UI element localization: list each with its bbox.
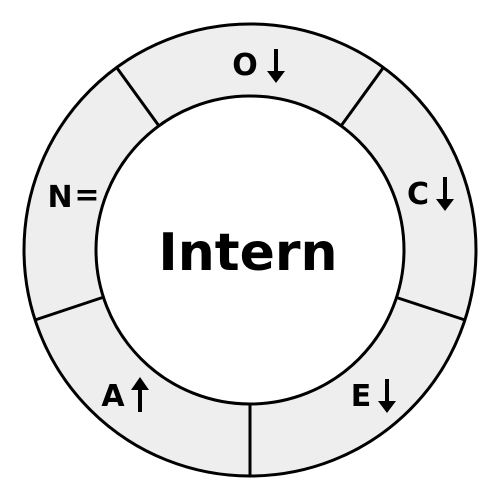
inner-circle: [94, 94, 406, 406]
segment-n-letter: N: [47, 180, 72, 215]
segment-a: A: [101, 377, 149, 414]
segment-dividers: [34, 67, 466, 476]
equals-icon: =: [74, 178, 99, 213]
divider-a-n: [34, 295, 105, 322]
divider-n-o: [115, 67, 161, 127]
arrow-up-icon: [131, 377, 149, 412]
segment-e-letter: E: [351, 379, 372, 414]
arrow-down-icon: [267, 49, 285, 83]
segment-c: C: [407, 177, 454, 212]
segment-n: N =: [47, 178, 99, 215]
segment-o-letter: O: [232, 48, 258, 83]
segment-o: O: [232, 48, 285, 83]
divider-c-e: [394, 295, 466, 322]
arrow-down-icon: [436, 177, 454, 211]
center-label: Intern: [158, 223, 337, 283]
segment-c-letter: C: [407, 177, 429, 212]
divider-o-c: [339, 67, 385, 127]
segment-e: E: [351, 379, 396, 414]
arrow-down-icon: [378, 379, 396, 413]
segment-a-letter: A: [101, 379, 125, 414]
